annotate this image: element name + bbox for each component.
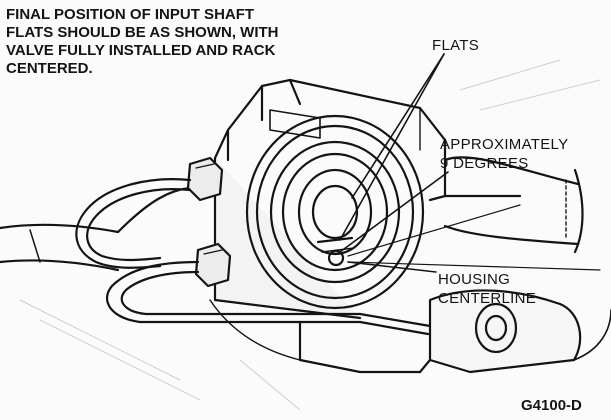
label-angle-line-2: 9 DEGREES	[440, 155, 529, 172]
label-flats: FLATS	[432, 37, 480, 54]
leader-flats-1	[351, 53, 445, 199]
rack-right	[443, 156, 584, 254]
leader-flats-2	[339, 53, 445, 241]
label-angle-line-1: APPROXIMATELY	[440, 136, 569, 153]
label-housing-line-1: HOUSING	[438, 271, 511, 288]
mounting-bracket	[428, 289, 611, 374]
caption-line-2: FLATS SHOULD BE AS SHOWN, WITH	[6, 24, 279, 41]
centerline-ref	[347, 261, 601, 271]
caption-line-4: CENTERED.	[6, 60, 93, 77]
caption-line-3: VALVE FULLY INSTALLED AND RACK	[6, 42, 276, 59]
label-housing-line-2: CENTERLINE	[438, 290, 537, 307]
fitting-nut-lower	[194, 242, 232, 288]
leader-angle	[339, 171, 449, 253]
leader-centerline	[347, 261, 437, 273]
hydraulic-line-upper	[75, 178, 192, 269]
leader-lines	[339, 53, 601, 273]
caption-line-1: FINAL POSITION OF INPUT SHAFT	[6, 6, 255, 23]
valve-cover-rings	[245, 114, 425, 310]
caption-text: FINAL POSITION OF INPUT SHAFT FLATS SHOU…	[6, 6, 278, 78]
shaft-flat-line	[347, 204, 521, 257]
input-shaft	[316, 236, 355, 267]
lower-housing-block	[209, 299, 432, 374]
figure-id: G4100-D	[521, 397, 582, 414]
label-angle: APPROXIMATELY 9 DEGREES	[440, 135, 568, 173]
fitting-nut-upper	[186, 156, 224, 202]
shading	[19, 59, 601, 411]
label-housing-centerline: HOUSING CENTERLINE	[438, 270, 536, 308]
